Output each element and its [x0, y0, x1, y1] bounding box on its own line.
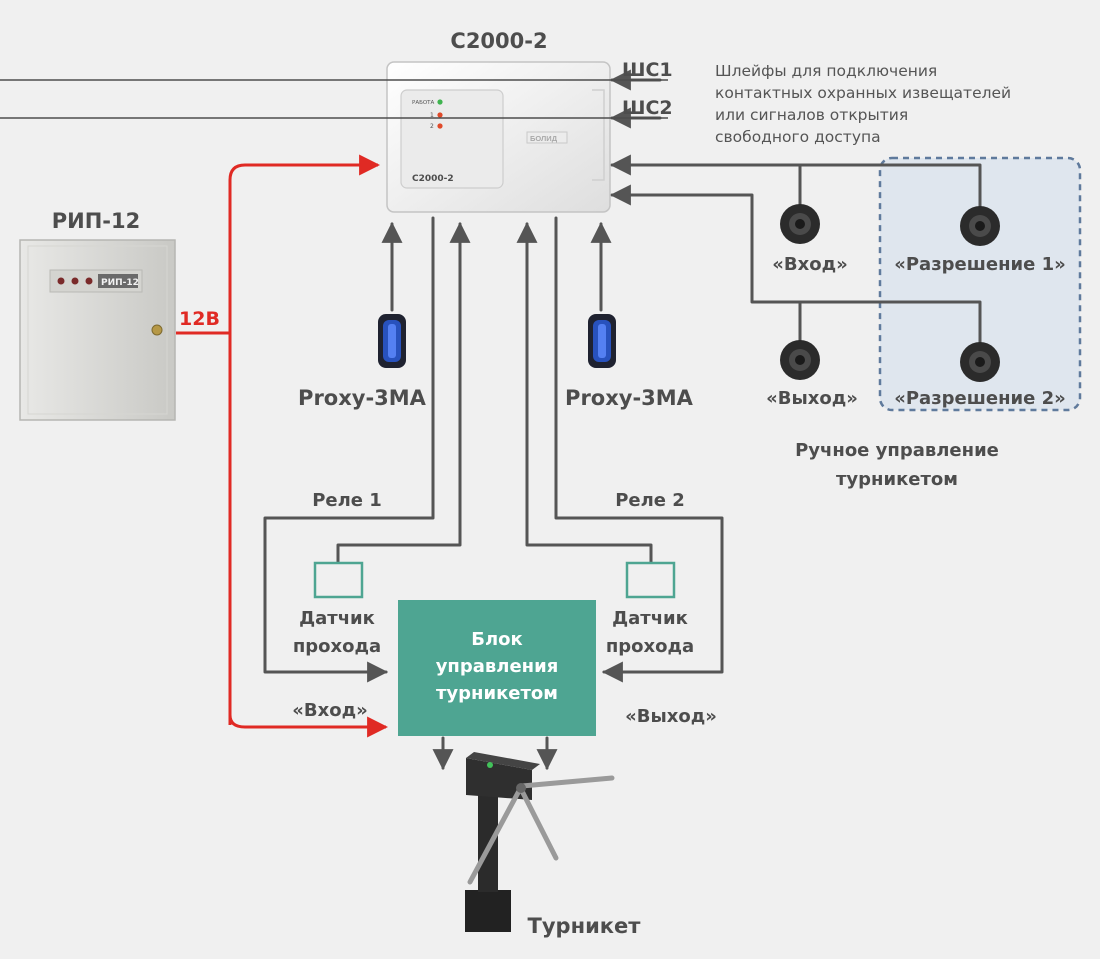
- loop-shs1-label: ШС1: [622, 59, 673, 81]
- wires: [263, 69, 982, 771]
- button-permit-2: [960, 342, 1000, 382]
- control-unit-line-3: турникетом: [436, 683, 558, 704]
- button-permit-1: [960, 206, 1000, 246]
- reader-2-label: Proxy-3MA: [565, 386, 694, 410]
- loops-note-line-4: свободного доступа: [715, 128, 881, 146]
- button-permit-1-label: «Разрешение 1»: [894, 254, 1066, 275]
- manual-caption-line-2: турникетом: [836, 469, 958, 490]
- pass-sensor-1: [313, 561, 364, 599]
- turnstile: [465, 752, 615, 932]
- button-permit-2-label: «Разрешение 2»: [894, 388, 1066, 409]
- sensor-1-label-line-1: Датчик: [299, 608, 375, 629]
- reader-1-label: Proxy-3MA: [298, 386, 427, 410]
- control-unit-line-2: управления: [436, 656, 559, 677]
- loop-shs2-label: ШС2: [622, 97, 673, 119]
- controller-title: С2000-2: [450, 29, 547, 53]
- loops-note: Шлейфы для подключения контактных охранн…: [715, 62, 1011, 146]
- psu-voltage-label: 12В: [179, 308, 220, 330]
- button-entry-label: «Вход»: [772, 254, 848, 275]
- controller-c2000-2: РАБОТА 1 2 С2000-2 БОЛИД: [386, 61, 611, 213]
- manual-caption-line-1: Ручное управление: [795, 440, 999, 461]
- relay-1-label: Реле 1: [312, 490, 382, 511]
- power-wires: [176, 154, 389, 738]
- led-2: [437, 123, 443, 129]
- led-1: [437, 112, 443, 118]
- loops-note-line-3: или сигналов открытия: [715, 106, 908, 124]
- button-exit: [780, 340, 820, 380]
- reader-proxy-3ma-1: [378, 314, 406, 368]
- psu-title: РИП-12: [52, 209, 140, 233]
- sensor-2-label-line-2: прохода: [606, 636, 694, 657]
- control-unit-box: [398, 600, 596, 736]
- reader-proxy-3ma-2: [588, 314, 616, 368]
- psu-panel-label: РИП-12: [101, 278, 139, 288]
- controller-brand: БОЛИД: [530, 134, 558, 143]
- control-unit-line-1: Блок: [471, 629, 523, 650]
- psu-lock-icon: [151, 324, 163, 336]
- controller-led-2-label: 2: [430, 123, 434, 130]
- controller-led-work-label: РАБОТА: [412, 100, 435, 106]
- led-work: [437, 99, 443, 105]
- sensor-1-label-line-2: прохода: [293, 636, 381, 657]
- manual-control-region: [878, 156, 1082, 412]
- psu-rip-12: РИП-12: [19, 239, 176, 421]
- controller-led-1-label: 1: [430, 112, 434, 119]
- sensor-2-label-line-1: Датчик: [612, 608, 688, 629]
- button-exit-label: «Выход»: [766, 388, 858, 409]
- relay-2-label: Реле 2: [615, 490, 685, 511]
- pass-sensor-2: [625, 561, 676, 599]
- turnstile-label: Турникет: [528, 914, 642, 938]
- controller-panel-label: С2000-2: [412, 174, 454, 184]
- signal-exit-label: «Выход»: [625, 706, 717, 727]
- loops-note-line-1: Шлейфы для подключения: [715, 62, 937, 80]
- loops-note-line-2: контактных охранных извещателей: [715, 84, 1011, 102]
- signal-entry-label: «Вход»: [292, 700, 368, 721]
- button-entry: [780, 204, 820, 244]
